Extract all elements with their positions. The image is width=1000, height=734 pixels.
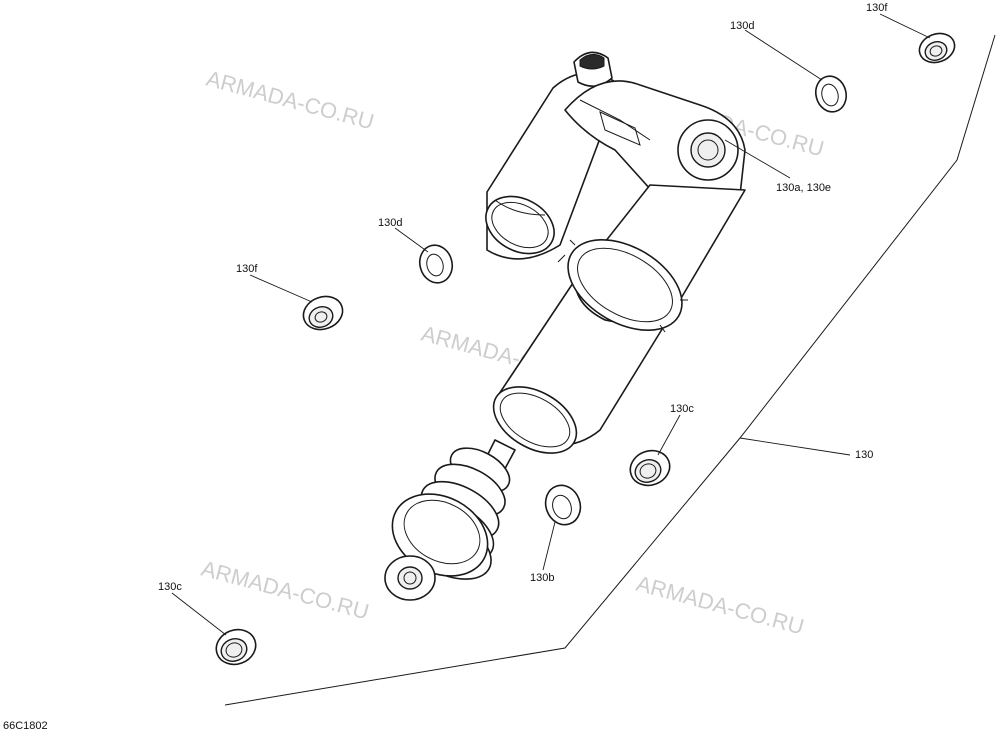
leader-130 [739,437,851,456]
label-130f-upper: 130f [866,2,888,14]
bushing-130f-left [302,295,344,331]
leader-130b [542,521,556,571]
spacer-130b [544,484,582,526]
washer-130d-left [418,244,454,284]
watermark-5: ARMADA-CO.RU [634,571,807,640]
watermark-1: ARMADA-CO.RU [204,66,377,135]
washer-130d-upper [814,75,848,113]
shock-absorber [384,51,746,601]
leader-130d-upper [744,29,823,81]
label-130c-lower: 130c [158,581,182,593]
leader-130c-upper [657,414,681,456]
leader-130c-lower [171,592,227,636]
label-130d-left: 130d [378,217,402,229]
label-130d-upper: 130d [730,20,754,32]
watermark-4: ARMADA-CO.RU [199,556,372,625]
seal-130c-lower [215,628,257,666]
leader-130f-upper [879,13,931,39]
leader-130f-left [249,274,313,303]
leader-130d-left [394,227,429,253]
seal-130c-upper [629,449,671,487]
leader-130ae [724,139,791,179]
label-130b: 130b [530,572,554,584]
bushing-130f-upper [918,32,956,64]
label-130a-130e: 130a, 130e [776,182,831,194]
label-130: 130 [855,449,873,461]
label-130c-upper: 130c [670,403,694,415]
drawing-code: 66C1802 [3,720,48,732]
label-130f-left: 130f [236,263,258,275]
